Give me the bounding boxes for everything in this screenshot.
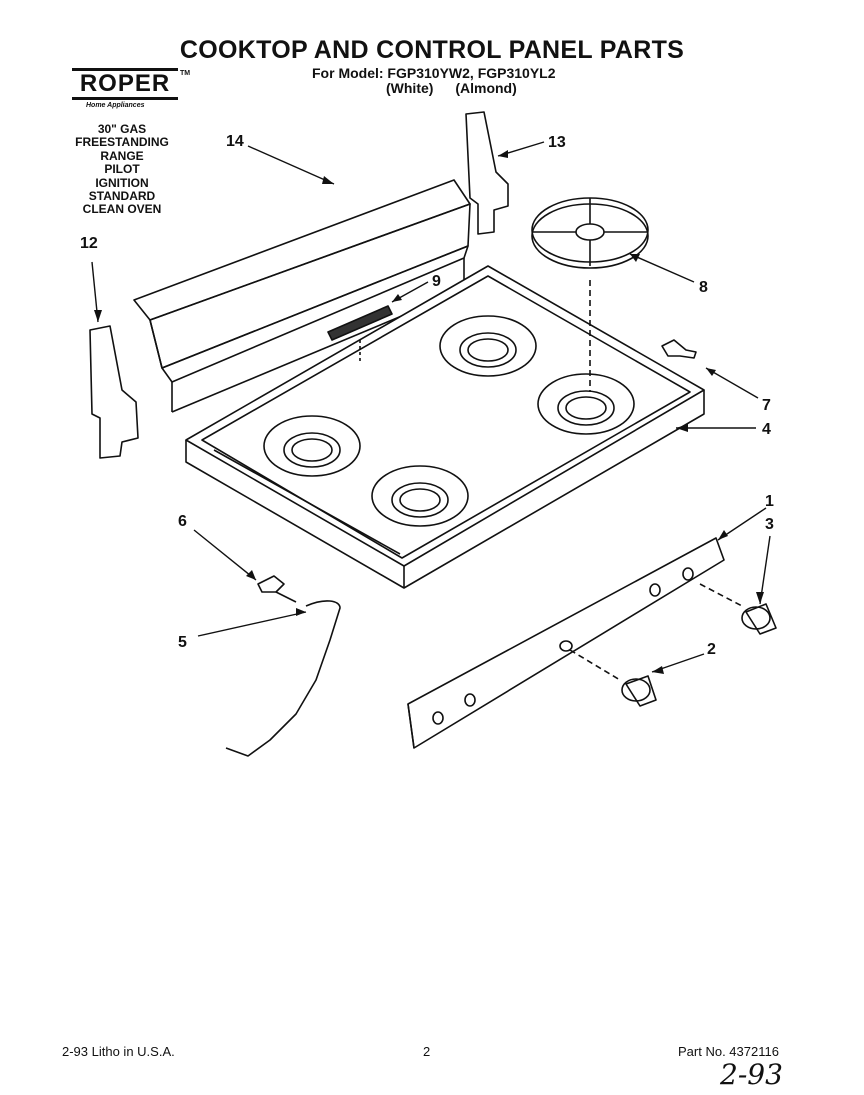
- part-knob-burner: [741, 603, 777, 635]
- part-pilot-tubing: [225, 600, 341, 757]
- part-pilot: [257, 575, 297, 603]
- part-vent-grille: [327, 305, 393, 362]
- color-line: (White) (Almond): [386, 80, 535, 96]
- desc-line: 30" GAS: [97, 122, 147, 136]
- part-orifice: [661, 339, 697, 359]
- part-control-panel: [407, 537, 743, 749]
- desc-line: CLEAN OVEN: [82, 202, 162, 217]
- callout-12: 12: [80, 235, 98, 252]
- callout-4: 4: [762, 421, 771, 438]
- callout-1: 1: [765, 493, 774, 510]
- part-knob-oven: [621, 675, 657, 707]
- callout-14: 14: [226, 133, 244, 150]
- model-line: For Model: FGP310YW2, FGP310YL2: [312, 65, 556, 81]
- part-burner-grate: [531, 197, 649, 392]
- callout-8: 8: [699, 279, 708, 296]
- burner-well: [537, 373, 635, 435]
- burner-wells: [263, 315, 635, 527]
- desc-line: FREESTANDING: [75, 135, 169, 150]
- callout-6: 6: [178, 513, 187, 530]
- handwritten-date: 2-93: [720, 1058, 783, 1091]
- desc-line: STANDARD: [88, 189, 156, 204]
- burner-well: [439, 315, 537, 377]
- logo-tm: TM: [180, 70, 191, 77]
- callout-5: 5: [178, 634, 187, 651]
- color-almond: (Almond): [455, 80, 517, 96]
- roper-logo: ROPER TM Home Appliances: [72, 68, 190, 109]
- callout-7: 7: [762, 397, 771, 414]
- color-white: (White): [386, 80, 434, 96]
- burner-well: [263, 415, 361, 477]
- logo-brand: ROPER: [72, 68, 178, 100]
- callout-2: 2: [707, 641, 716, 658]
- part-backguard: [133, 179, 471, 413]
- burner-well: [371, 465, 469, 527]
- part-side-trim-left: [89, 325, 139, 459]
- part-side-trim-right: [465, 111, 509, 235]
- desc-line: IGNITION: [95, 175, 149, 190]
- part-cooktop: [185, 265, 705, 589]
- desc-line: RANGE: [100, 148, 144, 163]
- arrowheads: [94, 150, 764, 674]
- callout-9: 9: [432, 273, 441, 290]
- logo-subtitle: Home Appliances: [86, 102, 145, 109]
- callout-labels: 14 13 12 9 8 7 4 1 3 2 6 5: [80, 133, 774, 658]
- footer-print-date: 2-93 Litho in U.S.A.: [62, 1044, 175, 1059]
- range-description: 30" GAS FREESTANDING RANGE PILOT IGNITIO…: [62, 122, 182, 217]
- callout-13: 13: [548, 134, 566, 151]
- footer-page-number: 2: [423, 1044, 431, 1059]
- footer-part-number: Part No. 4372116: [678, 1044, 779, 1059]
- page-title: COOKTOP AND CONTROL PANEL PARTS: [179, 36, 685, 64]
- callout-3: 3: [765, 516, 774, 533]
- desc-line: PILOT: [104, 162, 140, 177]
